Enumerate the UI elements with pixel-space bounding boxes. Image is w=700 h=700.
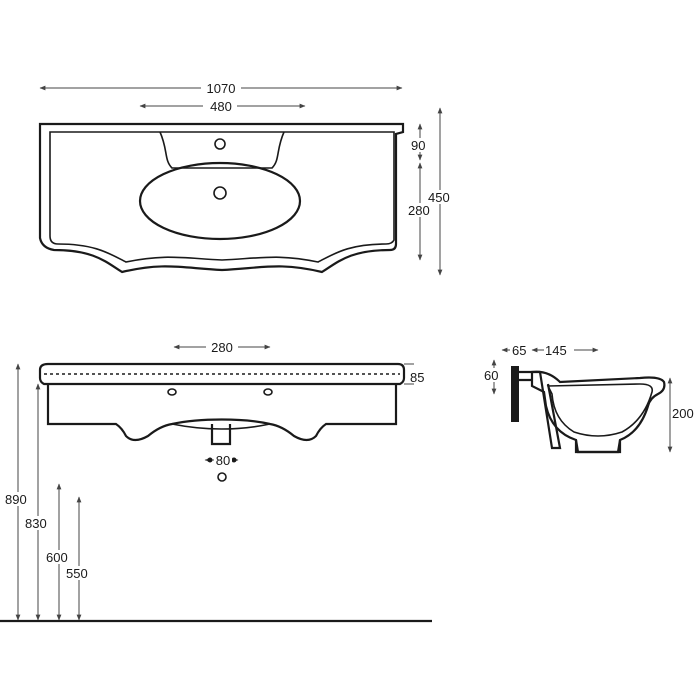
bowl-height-label: 200 <box>672 406 694 421</box>
height-890-label: 890 <box>5 492 27 507</box>
tap-hole-icon <box>214 138 226 150</box>
side-basin-inner <box>546 383 654 437</box>
dimension-heights: 890 830 600 550 <box>5 363 92 621</box>
dimension-side-top: 65 145 <box>501 343 599 358</box>
drain-spacing-label: 80 <box>216 453 230 468</box>
dimension-bracket-height: 60 <box>484 359 504 395</box>
dimension-overall-width: 1070 <box>39 80 403 96</box>
dimension-drain-spacing: 80 <box>204 453 239 468</box>
bracket-height-label: 60 <box>484 368 498 383</box>
faucet-deck <box>159 131 285 169</box>
basin-bowl <box>138 161 302 241</box>
height-550-label: 550 <box>66 566 88 581</box>
drain-hole-icon <box>213 186 227 200</box>
basin-width-label: 480 <box>210 99 232 114</box>
dimension-depths: 90 280 450 <box>408 107 456 276</box>
front-rim <box>38 362 406 386</box>
wall-gap-label: 65 <box>512 343 526 358</box>
height-600-label: 600 <box>46 550 68 565</box>
dimension-rim-height: 85 <box>404 363 424 385</box>
hole-spacing-label: 280 <box>211 340 233 355</box>
basin-depth-label: 280 <box>408 203 430 218</box>
dimension-basin-width: 480 <box>139 98 306 114</box>
overall-depth-label: 450 <box>428 190 450 205</box>
dimension-hole-spacing: 280 <box>173 340 271 355</box>
front-view: 280 85 80 8 <box>0 340 432 623</box>
top-view: 1070 480 90 280 450 <box>38 80 456 276</box>
basin-top-outline <box>38 122 405 274</box>
projection-label: 145 <box>545 343 567 358</box>
side-basin-outer <box>530 370 666 454</box>
basin-inner-rim <box>49 131 395 263</box>
right-faucet-hole-icon <box>263 388 273 396</box>
overall-width-label: 1070 <box>207 81 236 96</box>
side-view: 65 145 60 200 <box>484 343 700 454</box>
rim-height-label: 85 <box>410 370 424 385</box>
drain-fixture <box>210 424 232 446</box>
back-depth-label: 90 <box>411 138 425 153</box>
dimension-bowl-height: 200 <box>667 377 700 453</box>
wall-bracket <box>519 370 540 382</box>
side-support-leg <box>538 371 562 450</box>
left-faucet-hole-icon <box>167 388 177 396</box>
height-830-label: 830 <box>25 516 47 531</box>
front-apron <box>46 384 398 442</box>
waste-outlet-icon <box>217 472 227 482</box>
side-drain-trap <box>574 440 622 454</box>
front-bowl-bottom <box>171 423 271 430</box>
wall-section <box>511 366 519 422</box>
